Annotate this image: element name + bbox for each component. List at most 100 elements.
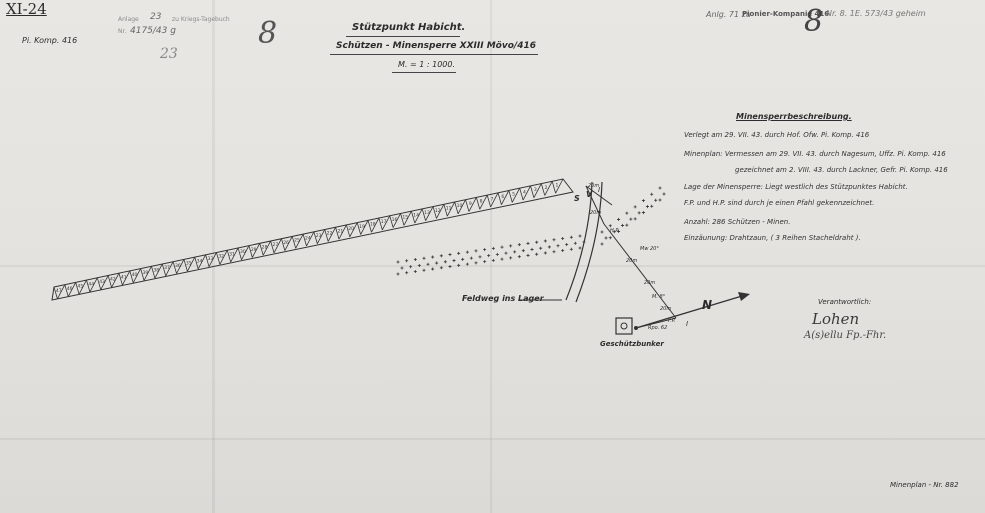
mine-strip-number: 29: [251, 247, 257, 253]
mine-strip-diagonal: [519, 188, 524, 201]
mine-marker: [465, 262, 469, 266]
mine-strip-number: 8: [480, 199, 483, 205]
mine-marker: [413, 270, 417, 274]
mine-marker: [469, 256, 473, 260]
mine-strip-diagonal: [414, 208, 423, 224]
mine-marker: [604, 236, 608, 240]
distance-label: 20m: [588, 183, 600, 189]
mine-strip-diagonal: [205, 254, 210, 267]
mine-strip-number: 17: [381, 219, 387, 225]
mine-strip-diagonal: [530, 185, 535, 198]
mine-strip-number: 40: [132, 272, 138, 278]
mine-row-lower: [396, 234, 586, 276]
bunker-square: [615, 317, 633, 335]
road-label: Feldweg ins Lager: [462, 294, 544, 303]
mine-strip-diagonal: [197, 254, 206, 270]
mine-marker: [405, 271, 409, 275]
footer-plan-number: Minenplan - Nr. 882: [890, 481, 959, 489]
stamp-ref: 4175/43 g: [130, 26, 176, 36]
mine-marker: [612, 230, 616, 234]
mine-marker: [565, 242, 569, 246]
mine-strip-number: 13: [424, 210, 430, 216]
mine-marker: [543, 239, 547, 243]
mine-strip-diagonal: [324, 229, 329, 242]
title-line-1: Stützpunkt Habicht.: [352, 22, 466, 33]
distance-label: 20m: [590, 210, 602, 216]
mine-strip-diagonal: [421, 208, 427, 221]
distance-label: 20m: [626, 258, 638, 264]
mine-strip-diagonal: [100, 275, 109, 290]
mine-strip-diagonal: [371, 217, 380, 233]
mine-marker: [487, 254, 491, 258]
mine-strip-number: 31: [229, 251, 235, 257]
mine-marker: [535, 240, 539, 244]
mine-strip-number: 38: [153, 268, 159, 274]
mine-strip-number: 21: [337, 228, 343, 234]
fold-line: [0, 438, 985, 440]
mine-marker: [641, 199, 645, 203]
mine-strip-diagonal: [67, 282, 77, 297]
mine-strip-diagonal: [533, 183, 542, 198]
description-heading: Minensperrbeschreibung.: [736, 112, 852, 121]
mine-strip-diagonal: [349, 222, 358, 237]
mine-marker: [500, 245, 504, 249]
road-line: [575, 181, 603, 303]
mine-marker: [413, 258, 417, 262]
mine-marker: [478, 255, 482, 259]
mine-marker: [504, 251, 508, 255]
mine-marker: [633, 205, 637, 209]
mine-strip-number: 20: [348, 226, 354, 232]
mine-strip-diagonal: [400, 213, 405, 226]
mine-strip-diagonal: [118, 273, 123, 286]
mine-strip-number: 16: [392, 217, 398, 223]
mine-marker: [443, 260, 447, 264]
mine-strip-number: 44: [88, 281, 94, 287]
mine-strip-number: 41: [121, 274, 127, 280]
fold-line: [212, 0, 215, 513]
mine-marker: [448, 253, 452, 257]
mine-strip-diagonal: [165, 261, 174, 277]
mine-marker: [474, 261, 478, 265]
mine-strip-number: 5: [512, 192, 515, 198]
mine-strip-diagonal: [216, 252, 221, 265]
big-number-left: 8: [258, 16, 278, 51]
mine-strip-number: 37: [164, 265, 170, 271]
mine-marker: [608, 224, 612, 228]
mine-strip-diagonal: [194, 257, 199, 270]
stamp-text-kriegs: zu Kriegs-Tagebuch: [172, 16, 230, 23]
mine-strip-diagonal: [226, 250, 232, 263]
mine-strip-diagonal: [360, 220, 369, 235]
mine-marker: [526, 241, 530, 245]
mine-marker: [491, 258, 495, 262]
mine-strip-diagonal: [53, 286, 58, 299]
stamp-text-nr: Nr.: [118, 28, 127, 35]
description-line: Minenplan: Vermessen am 29. VII. 43. dur…: [684, 150, 946, 158]
mine-marker: [417, 264, 421, 268]
mine-marker: [641, 211, 645, 215]
mine-marker: [617, 229, 621, 233]
mine-marker: [654, 198, 658, 202]
bearing-label: Mw 20°: [640, 246, 659, 252]
mine-strip-diagonal: [392, 213, 401, 228]
mine-strip-diagonal: [111, 273, 120, 288]
mine-marker: [483, 260, 487, 264]
mine-strip-number: 23: [316, 233, 322, 239]
mine-marker: [396, 260, 400, 264]
mine-strip-number: 6: [501, 194, 504, 200]
description-line: Anzahl: 286 Schützen - Minen.: [684, 218, 791, 226]
mine-strip-number: 24: [305, 235, 311, 241]
mine-strip-diagonal: [143, 266, 152, 281]
mine-marker: [662, 192, 666, 196]
hp-label: H.P.: [610, 228, 620, 234]
mine-marker: [543, 251, 547, 255]
mine-strip-number: 12: [435, 208, 441, 214]
mine-marker: [530, 247, 534, 251]
mine-marker: [461, 257, 465, 261]
mine-strip-diagonal: [96, 277, 102, 290]
bearing-label: Rpo. 62: [648, 325, 668, 331]
mine-strip-number: 25: [294, 238, 300, 244]
handwritten-23: 23: [160, 46, 178, 62]
mine-marker: [495, 252, 499, 256]
mine-marker: [457, 263, 461, 267]
